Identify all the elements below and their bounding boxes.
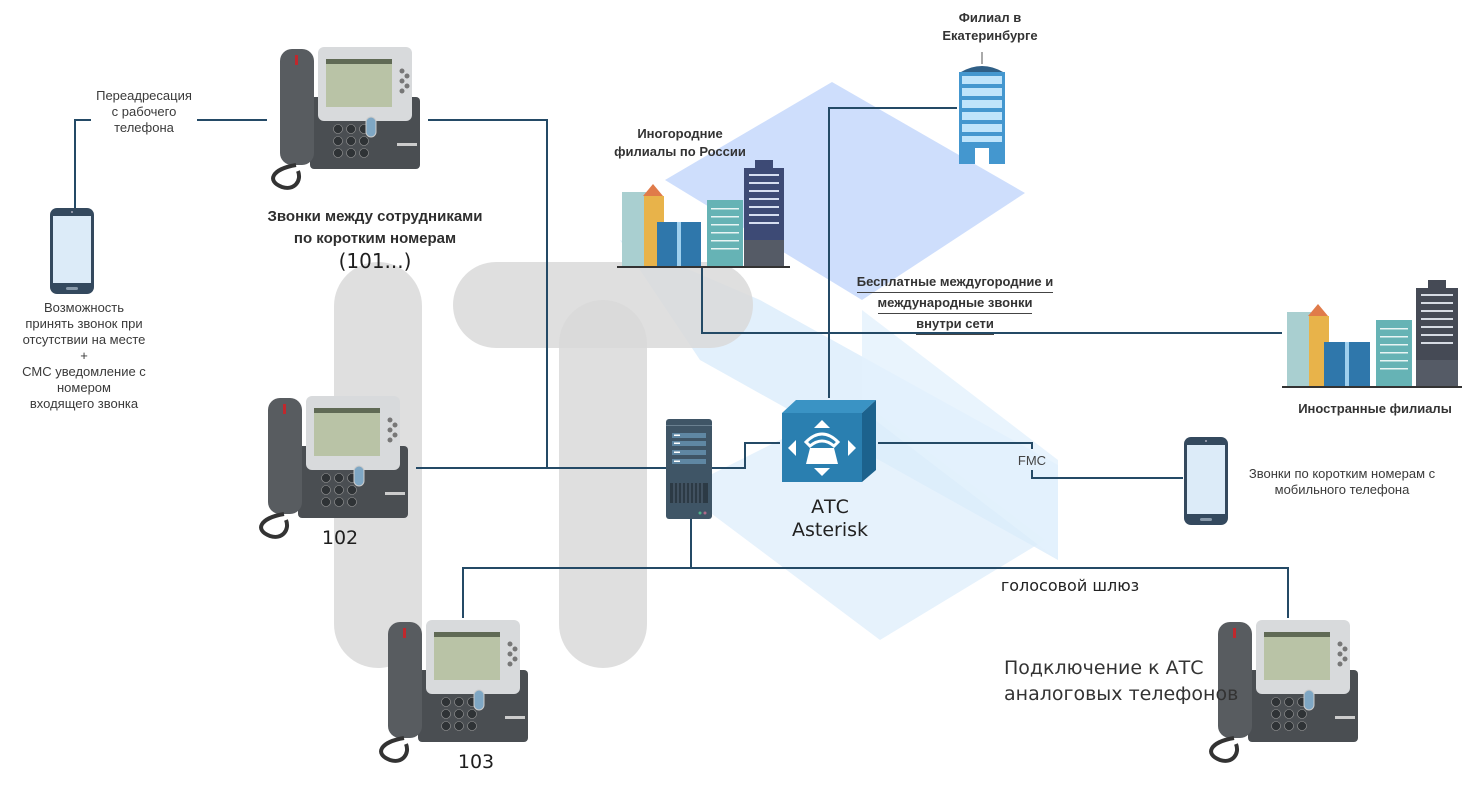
phone-101-number: (101...) xyxy=(338,249,412,273)
ip-phone-icon xyxy=(271,47,420,190)
analog-phones-caption: Подключение к АТС аналоговых телефонов xyxy=(1004,657,1239,705)
pbx-phone-cube-icon xyxy=(782,400,876,482)
line-phone101-backbone xyxy=(428,119,548,468)
mobile-phone-left xyxy=(49,207,95,295)
smartphone-icon xyxy=(1184,437,1228,525)
branches-foreign xyxy=(1282,278,1462,390)
server xyxy=(666,419,712,519)
line-gateway-bus xyxy=(462,567,1289,618)
connection-lines xyxy=(74,107,1289,618)
line-russia-foreign xyxy=(701,268,1282,334)
phone-102-number: 102 xyxy=(321,527,359,549)
line-pbx-ekb xyxy=(828,107,957,398)
line-pbx-fmc xyxy=(878,442,1033,449)
forward-label: Переадресация с рабочего телефона xyxy=(96,88,192,135)
ip-phone-102 xyxy=(250,394,414,539)
city-buildings-icon xyxy=(1282,280,1462,388)
phone-103-number: 103 xyxy=(457,751,495,773)
mobile-right-caption: Звонки по коротким номерам с мобильного … xyxy=(1248,466,1436,497)
watermark-diamond-bottom xyxy=(680,400,1045,640)
watermark-diamond-top xyxy=(665,82,1025,300)
smartphone-icon xyxy=(50,208,94,294)
branches-russia-caption: Иногородние филиалы по России xyxy=(614,126,746,159)
server-icon xyxy=(666,419,712,519)
ip-phone-icon xyxy=(379,620,528,763)
watermark-letter-t-stem xyxy=(559,300,647,668)
line-server-pbx xyxy=(712,442,780,469)
ip-phone-101 xyxy=(262,45,426,190)
pbx-caption: АТС Asterisk xyxy=(791,496,869,541)
branches-foreign-caption: Иностранные филиалы xyxy=(1298,401,1452,416)
free-calls-caption: Бесплатные междугородние и международные… xyxy=(840,273,1070,336)
ip-phone-icon xyxy=(259,396,408,539)
line-forward-left xyxy=(74,119,91,208)
ip-phone-analog xyxy=(1200,618,1364,763)
branch-ekb-caption: Филиал в Екатеринбурге xyxy=(942,10,1038,43)
line-fmc-mobile xyxy=(1031,470,1183,479)
ip-phone-icon xyxy=(1209,620,1358,763)
city-buildings-icon xyxy=(617,160,790,268)
branch-ekb xyxy=(955,52,1009,166)
mobile-left-caption: Возможность принять звонок при отсутстви… xyxy=(22,300,146,411)
office-tower-icon xyxy=(959,52,1005,164)
pbx-asterisk xyxy=(780,398,880,484)
watermark-stripe xyxy=(862,310,1058,560)
voice-gateway-label: голосовой шлюз xyxy=(1000,576,1140,595)
fmc-label: FMC xyxy=(1017,453,1047,468)
phone-101-caption: Звонки между сотрудниками по коротким но… xyxy=(267,208,483,247)
branches-russia xyxy=(617,158,790,270)
ip-phone-103 xyxy=(370,618,534,763)
mobile-phone-right xyxy=(1183,436,1229,526)
